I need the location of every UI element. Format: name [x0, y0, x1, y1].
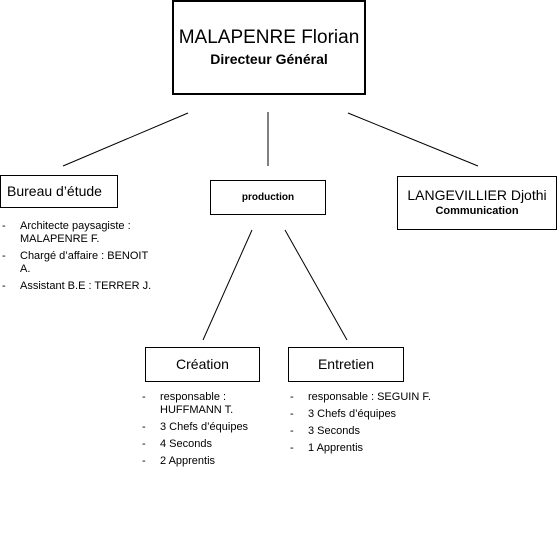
connector-production-creation — [202, 229, 253, 341]
entretien-list: responsable : SEGUIN F. 3 Chefs d’équipe… — [290, 391, 460, 459]
entretien-box: Entretien — [288, 347, 404, 382]
list-item: responsable : HUFFMANN T. — [142, 391, 272, 417]
bureau-title: Bureau d’étude — [7, 183, 102, 199]
production-title: production — [241, 192, 295, 203]
list-item: 2 Apprentis — [142, 455, 272, 468]
list-item: 1 Apprentis — [290, 442, 460, 455]
communication-box: LANGEVILLIER Djothi Communication — [397, 176, 557, 230]
director-box: MALAPENRE Florian Directeur Général — [172, 0, 366, 95]
entretien-title: Entretien — [317, 356, 375, 372]
list-item: responsable : SEGUIN F. — [290, 391, 460, 404]
list-item: 3 Chefs d’équipes — [290, 408, 460, 421]
list-item: Assistant B.E : TERRER J. — [2, 280, 152, 293]
list-item: 3 Chefs d’équipes — [142, 421, 272, 434]
creation-title: Création — [176, 356, 229, 372]
director-role: Directeur Général — [210, 51, 328, 67]
connector-director-bureau — [62, 112, 189, 167]
creation-list: responsable : HUFFMANN T. 3 Chefs d’équi… — [142, 391, 272, 472]
list-item: 4 Seconds — [142, 438, 272, 451]
creation-box: Création — [145, 347, 260, 382]
bureau-box: Bureau d’étude — [0, 175, 118, 208]
communication-name: LANGEVILLIER Djothi — [407, 187, 547, 203]
connector-production-entretien — [284, 229, 348, 341]
list-item: Architecte paysagiste : MALAPENRE F. — [2, 220, 152, 246]
list-item: Chargé d’affaire : BENOIT A. — [2, 250, 152, 276]
connector-director-communication — [347, 112, 479, 167]
bureau-list: Architecte paysagiste : MALAPENRE F. Cha… — [2, 220, 152, 297]
production-box: production — [210, 180, 326, 215]
director-name: MALAPENRE Florian — [178, 27, 360, 48]
list-item: 3 Seconds — [290, 425, 460, 438]
communication-role: Communication — [435, 205, 519, 217]
